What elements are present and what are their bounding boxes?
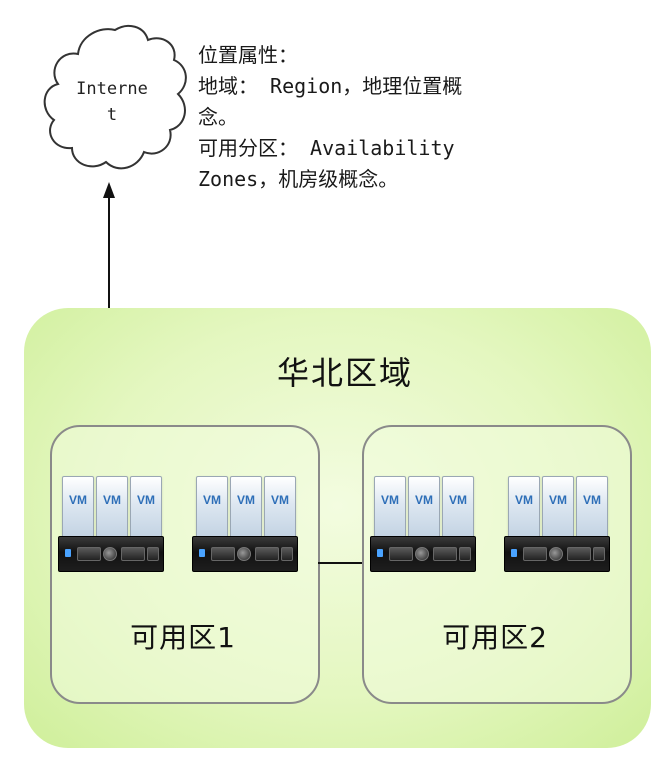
vm-icon: VM [576, 476, 608, 538]
server-icon [504, 536, 610, 572]
server-icon [370, 536, 476, 572]
vm-icon: VM [230, 476, 262, 538]
vm-icon: VM [62, 476, 94, 538]
server-group: VM VM VM [192, 476, 308, 586]
vm-icon: VM [374, 476, 406, 538]
desc-heading: 位置属性： [198, 43, 298, 67]
vm-icon: VM [264, 476, 296, 538]
vm-icon: VM [408, 476, 440, 538]
server-icon [192, 536, 298, 572]
internet-label: Interne t [76, 79, 148, 125]
server-group: VM VM VM [504, 476, 620, 586]
vm-icon: VM [542, 476, 574, 538]
vm-icon: VM [196, 476, 228, 538]
region-title: 华北区域 [276, 354, 413, 392]
vm-icon: VM [442, 476, 474, 538]
zone-2-label: 可用区2 [442, 621, 548, 654]
location-properties-text: 位置属性： 地域： Region，地理位置概 念。 可用分区： Availabi… [198, 40, 568, 195]
vm-icon: VM [508, 476, 540, 538]
arrow-head-icon [103, 182, 115, 198]
server-group: VM VM VM [58, 476, 174, 586]
internet-cloud-icon [43, 24, 187, 170]
server-icon [58, 536, 164, 572]
server-group: VM VM VM [370, 476, 486, 586]
vm-icon: VM [96, 476, 128, 538]
desc-region-line-cont: 念。 [198, 105, 238, 129]
desc-region-line: 地域： Region，地理位置概 [198, 74, 463, 98]
desc-az-line: 可用分区： Availability [198, 136, 455, 160]
zone-1-label: 可用区1 [130, 621, 236, 654]
desc-az-line-cont: Zones，机房级概念。 [198, 167, 399, 191]
vm-icon: VM [130, 476, 162, 538]
